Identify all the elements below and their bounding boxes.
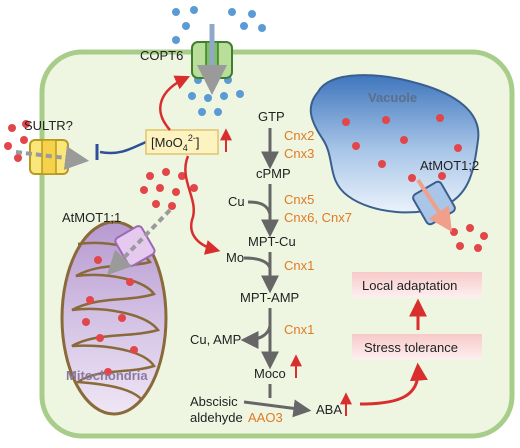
- stress-tolerance-box: [352, 334, 482, 360]
- mpt-amp-label: MPT-AMP: [240, 290, 299, 305]
- cnx1-label-a: Cnx1: [284, 258, 314, 273]
- mitochondrial-cristae: [71, 241, 161, 401]
- molybdate-superscript: 2-: [188, 133, 196, 143]
- cpmp-label: cPMP: [256, 166, 291, 181]
- mitochondria-molybdate-dots: [82, 256, 138, 376]
- cnx3-label: Cnx3: [284, 146, 314, 161]
- cnx2-label: Cnx2: [284, 128, 314, 143]
- gtp-label: GTP: [258, 109, 285, 124]
- vacuole-molybdate-dots: [342, 114, 462, 182]
- mpt-cu-label: MPT-Cu: [248, 234, 296, 249]
- cu-label: Cu: [228, 194, 245, 209]
- atmot1-2-label: AtMOT1;2: [420, 158, 479, 173]
- molybdate-to-copt6-arrow: [159, 75, 191, 131]
- aba-to-stress-tolerance-arrow: [359, 362, 428, 406]
- moco-label: Moco: [254, 366, 286, 381]
- released-molybdate-dots: [450, 224, 488, 252]
- atmot1-1-label: AtMOT1;1: [62, 210, 121, 225]
- abscisic-aldehyde-label-1: Abscisic: [190, 394, 238, 409]
- molybdate-box: [145, 129, 219, 155]
- copt6-label: COPT6: [140, 48, 183, 63]
- cnx6-cnx7-label: Cnx6, Cnx7: [284, 210, 352, 225]
- local-adaptation-label: Local adaptation: [362, 278, 457, 293]
- aba-label: ABA: [316, 402, 342, 417]
- molybdate-inhibits-sultr: [99, 140, 147, 155]
- mo-label: Mo: [226, 250, 244, 265]
- vacuole-label: Vacuole: [368, 90, 417, 105]
- molybdate-subscript: 4: [183, 143, 188, 153]
- aao3-label: AAO3: [248, 410, 283, 425]
- cnx5-label: Cnx5: [284, 192, 314, 207]
- cu-amp-label: Cu, AMP: [190, 332, 241, 347]
- atmot1-2-transporter: [412, 178, 456, 233]
- molybdate-suffix: ]: [196, 135, 200, 150]
- molybdate-to-mo-arrow: [184, 155, 221, 255]
- molybdate-label: [MoO42-]: [151, 133, 199, 153]
- external-molybdate-dots: [4, 120, 30, 162]
- sultr-transporter: [15, 139, 90, 175]
- pathway-arrows: [240, 128, 312, 418]
- sultr-label: SULTR?: [24, 118, 73, 133]
- mitochondria-label: Mitochondria: [66, 368, 148, 383]
- local-adaptation-box: [352, 272, 482, 298]
- abscisic-aldehyde-label-2: aldehyde: [190, 410, 243, 425]
- molybdate-prefix: [MoO: [151, 135, 183, 150]
- atmot1-1-transporter: [106, 208, 172, 276]
- stress-tolerance-label: Stress tolerance: [364, 340, 458, 355]
- cytosolic-molybdate-dots: [140, 168, 198, 210]
- cnx1-label-b: Cnx1: [284, 322, 314, 337]
- copt6-transporter: [191, 24, 233, 95]
